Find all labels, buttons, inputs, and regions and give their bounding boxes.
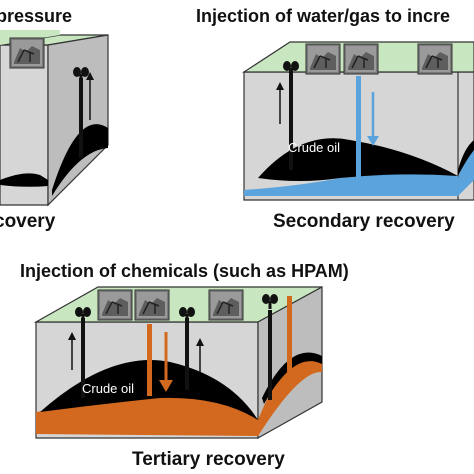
- primary-recovery-title: pressure: [0, 6, 73, 26]
- tertiary-production-well: [81, 318, 85, 398]
- primary-crude-oil: [0, 173, 48, 187]
- secondary-recovery-caption: Secondary recovery: [273, 211, 455, 232]
- secondary-water-layer: [244, 173, 458, 196]
- tertiary-recovery-title: Injection of chemicals (such as HPAM): [20, 261, 349, 281]
- pumpjack-photo-icon: [343, 43, 379, 75]
- secondary-crude-oil-label: Crude oil: [288, 140, 340, 155]
- tertiary-block: Crude oil: [33, 285, 323, 440]
- pumpjack-photo-icon: [97, 289, 133, 321]
- secondary-recovery-title: Injection of water/gas to incre: [196, 6, 451, 26]
- pumpjack-photo-icon: [417, 43, 453, 75]
- tertiary-crude-oil-label: Crude oil: [82, 381, 134, 396]
- primary-recovery-caption: covery: [0, 211, 56, 232]
- tertiary-recovery-caption: Tertiary recovery: [132, 449, 285, 470]
- tertiary-injection-well: [147, 324, 152, 396]
- secondary-injection-well: [356, 76, 361, 178]
- secondary-production-well: [289, 70, 293, 170]
- tertiary-production-well-2: [185, 318, 189, 390]
- tertiary-side-production-well: [268, 310, 272, 400]
- secondary-block: Crude oil: [241, 41, 474, 201]
- tertiary-chemical-layer: [36, 390, 258, 436]
- pumpjack-photo-icon: [9, 37, 45, 69]
- primary-block: [0, 30, 109, 207]
- tertiary-side-injection-well: [287, 296, 292, 382]
- pumpjack-photo-icon: [305, 43, 341, 75]
- pumpjack-photo-icon: [134, 289, 170, 321]
- pumpjack-photo-icon: [208, 289, 244, 321]
- primary-side-crude-oil: [52, 124, 108, 196]
- primary-production-well: [79, 78, 83, 158]
